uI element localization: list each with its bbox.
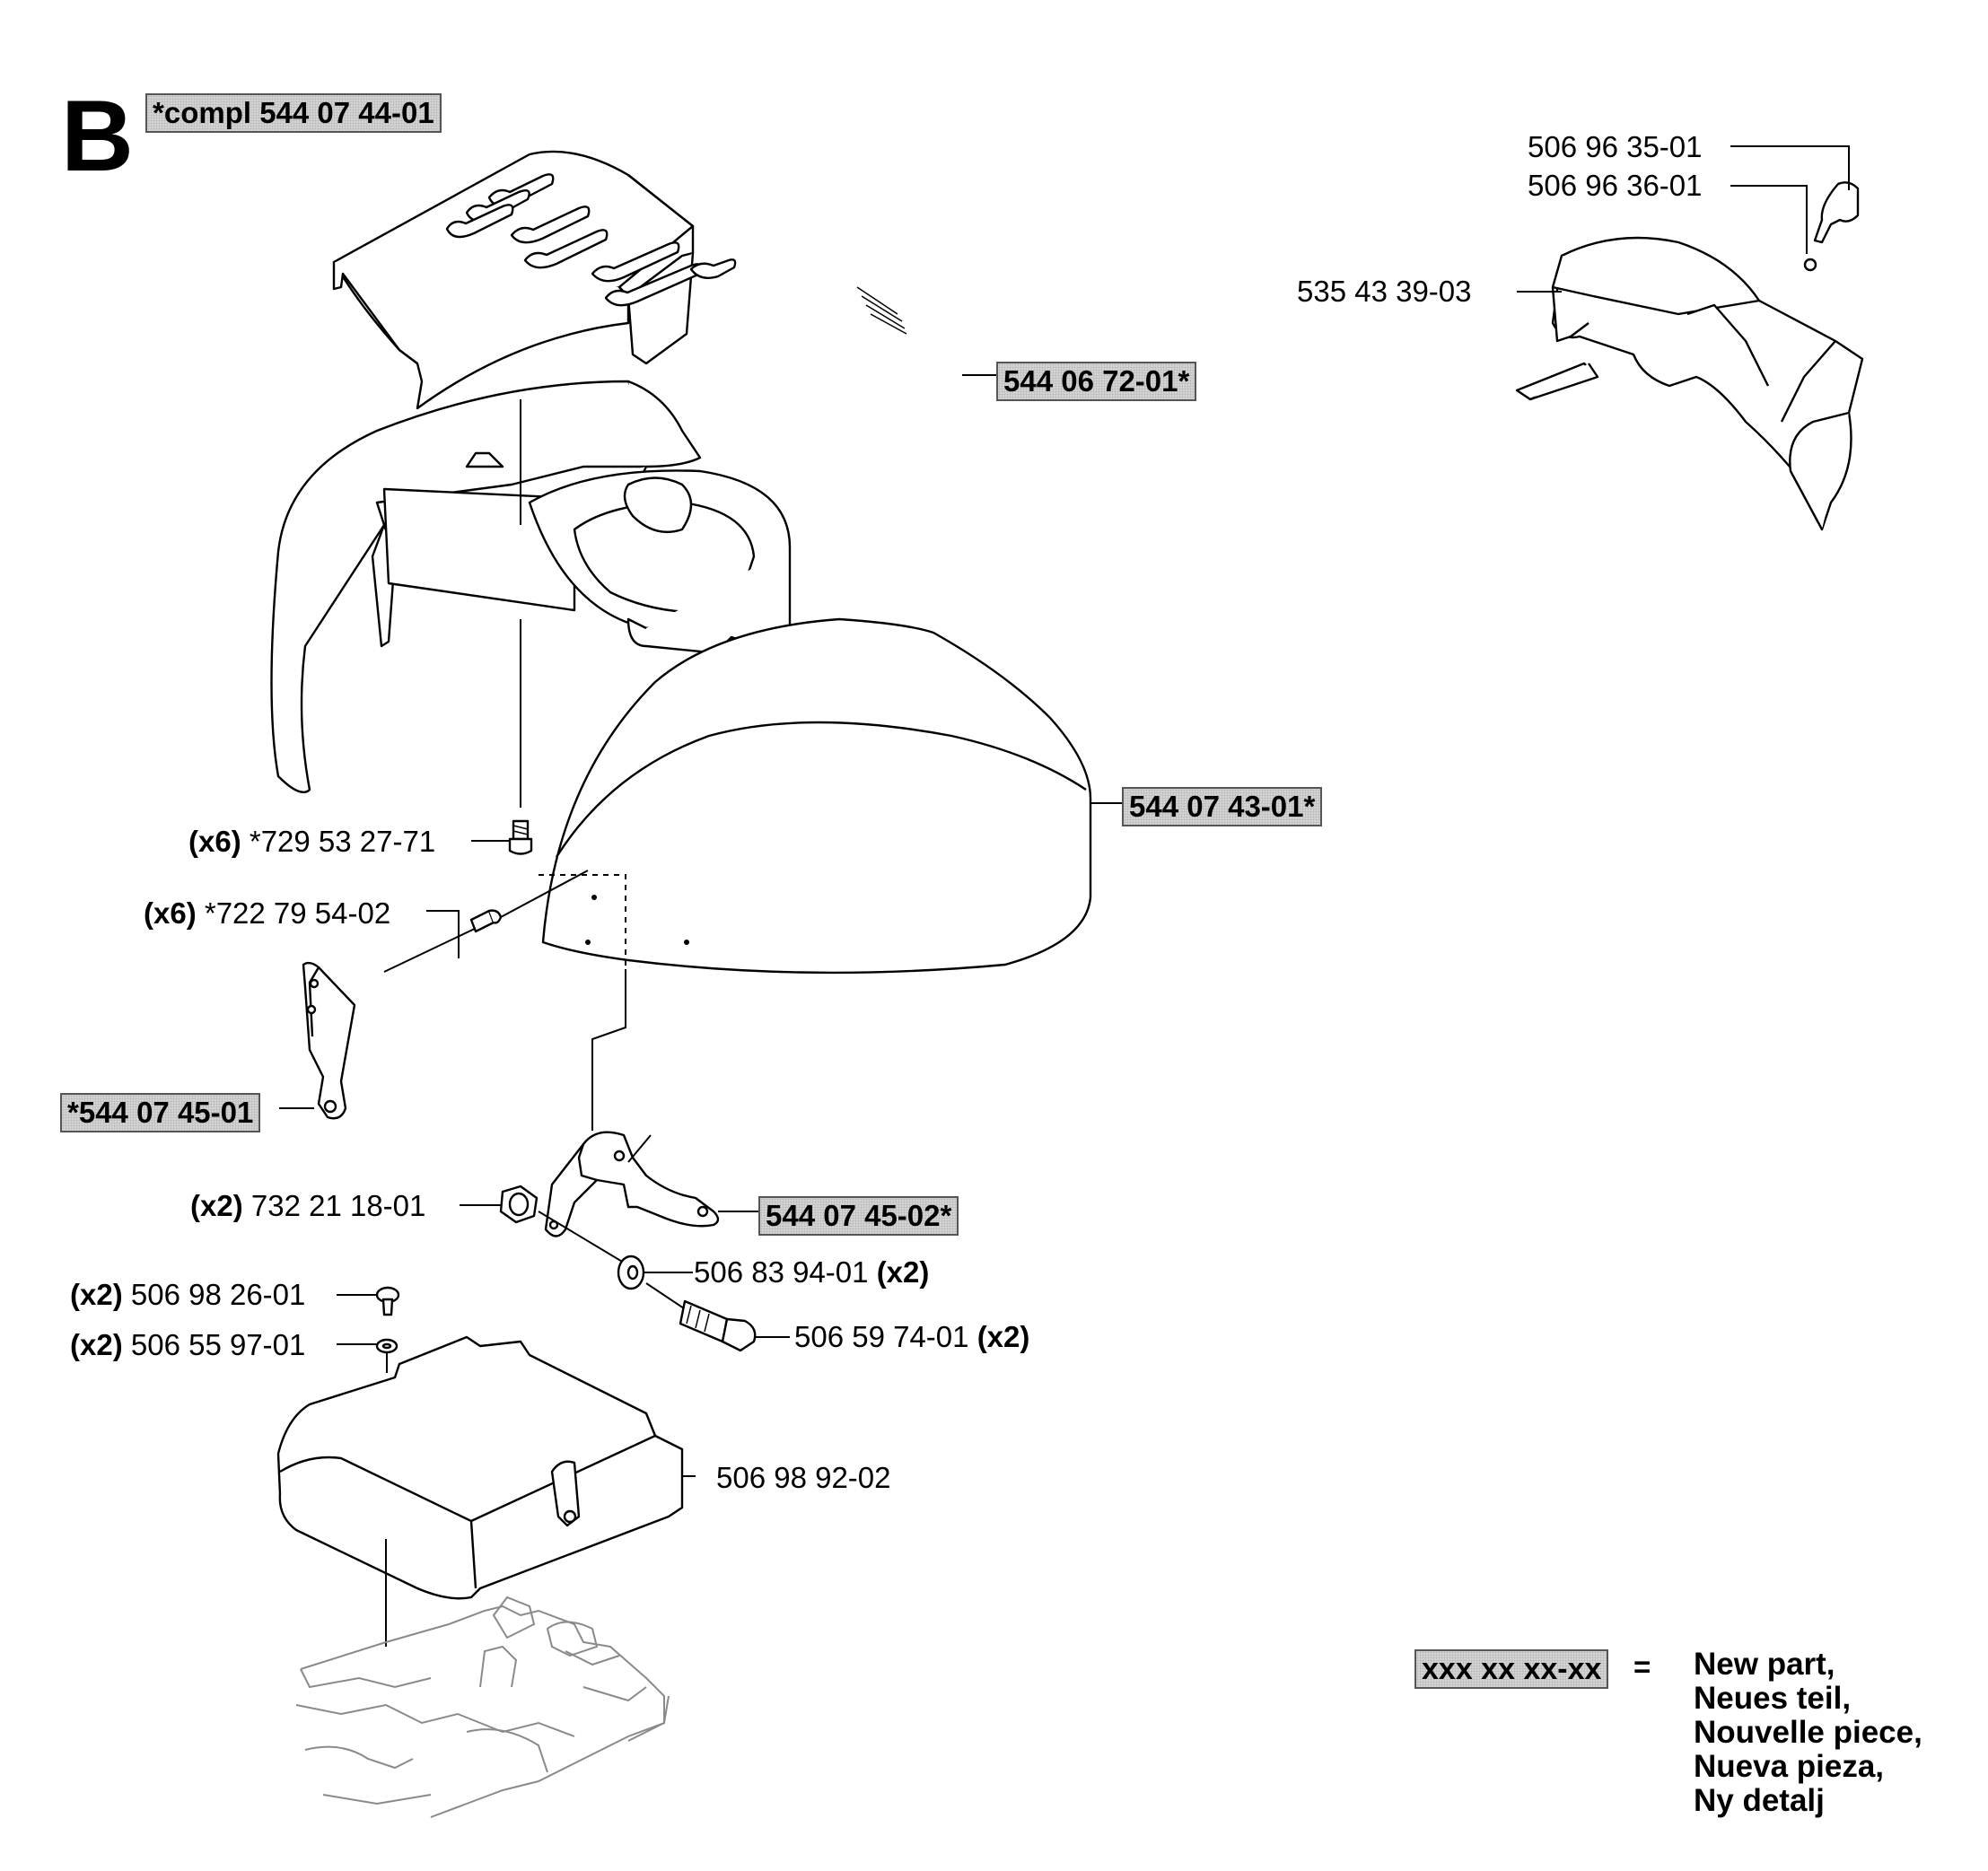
legend-line: New part, — [1694, 1647, 1835, 1682]
left-bracket-drawing — [302, 961, 356, 1120]
part-small-screw: 506 98 26-01 — [130, 1278, 306, 1311]
callout-deflector: 535 43 39-03 — [1297, 275, 1472, 308]
callout-compl-kit: *compl 544 07 44-01 — [145, 93, 442, 133]
battery-cover-drawing — [276, 1335, 696, 1647]
qty-small-screw: (x2) — [70, 1278, 123, 1311]
part-rivet: *722 79 54-02 — [204, 896, 391, 930]
callout-bracket-right: 544 07 45-02* — [758, 1196, 959, 1236]
nut-drawing — [460, 1185, 629, 1266]
callout-washer: 506 83 94-01 (x2) — [694, 1256, 929, 1289]
callout-screw: (x6) *729 53 27-71 — [188, 826, 435, 858]
rivet-drawing — [383, 870, 589, 973]
qty-nut: (x2) — [190, 1189, 243, 1222]
callout-bolt: 506 59 74-01 (x2) — [794, 1321, 1029, 1353]
part-small-washer: 506 55 97-01 — [130, 1328, 306, 1361]
part-screw: *729 53 27-71 — [249, 825, 436, 858]
hood-body-drawing — [539, 617, 1092, 1131]
hood-shell-drawing — [270, 380, 792, 794]
callout-rivet: (x6) *722 79 54-02 — [144, 897, 390, 930]
chassis-drawing — [295, 1596, 670, 1818]
deflector-drawing — [1515, 181, 1864, 531]
hood-screw-drawing — [508, 819, 533, 855]
qty-washer: (x2) — [876, 1255, 930, 1289]
callout-deflector-pin-a: 506 96 35-01 — [1528, 130, 1703, 163]
part-bolt: 506 59 74-01 — [794, 1320, 969, 1353]
callout-nut: (x2) 732 21 18-01 — [190, 1190, 425, 1222]
top-cover-drawing — [332, 150, 907, 410]
washer-drawing — [617, 1255, 693, 1311]
callout-deflector-pin-b: 506 96 36-01 — [1528, 169, 1703, 202]
legend-line: Ny detalj — [1694, 1783, 1825, 1818]
callout-bracket-left: *544 07 45-01 — [60, 1093, 261, 1132]
qty-small-washer: (x2) — [70, 1328, 123, 1361]
callout-top-cover: 544 06 72-01* — [996, 362, 1197, 401]
part-washer: 506 83 94-01 — [694, 1255, 869, 1289]
callout-small-screw: (x2) 506 98 26-01 — [70, 1279, 305, 1311]
qty-screw: (x6) — [188, 825, 241, 858]
legend-line: Nouvelle piece, — [1694, 1715, 1922, 1750]
legend-text: New part, Neues teil, Nouvelle piece, Nu… — [1694, 1648, 1922, 1818]
bolt-drawing — [679, 1299, 790, 1352]
qty-rivet: (x6) — [144, 896, 197, 930]
qty-bolt: (x2) — [976, 1320, 1030, 1353]
right-bracket-drawing — [544, 1131, 720, 1237]
callout-small-washer: (x2) 506 55 97-01 — [70, 1329, 305, 1361]
legend-line: Neues teil, — [1694, 1681, 1852, 1716]
legend-equals: = — [1633, 1650, 1651, 1683]
part-nut: 732 21 18-01 — [250, 1189, 426, 1222]
callout-hood-body: 544 07 43-01* — [1122, 787, 1323, 826]
small-fasteners-drawing — [337, 1286, 400, 1373]
legend-line: Nueva pieza, — [1694, 1749, 1885, 1784]
section-letter: B — [61, 80, 134, 192]
callout-battery-cover: 506 98 92-02 — [716, 1461, 891, 1494]
legend-key: xxx xx xx-xx — [1414, 1649, 1609, 1689]
